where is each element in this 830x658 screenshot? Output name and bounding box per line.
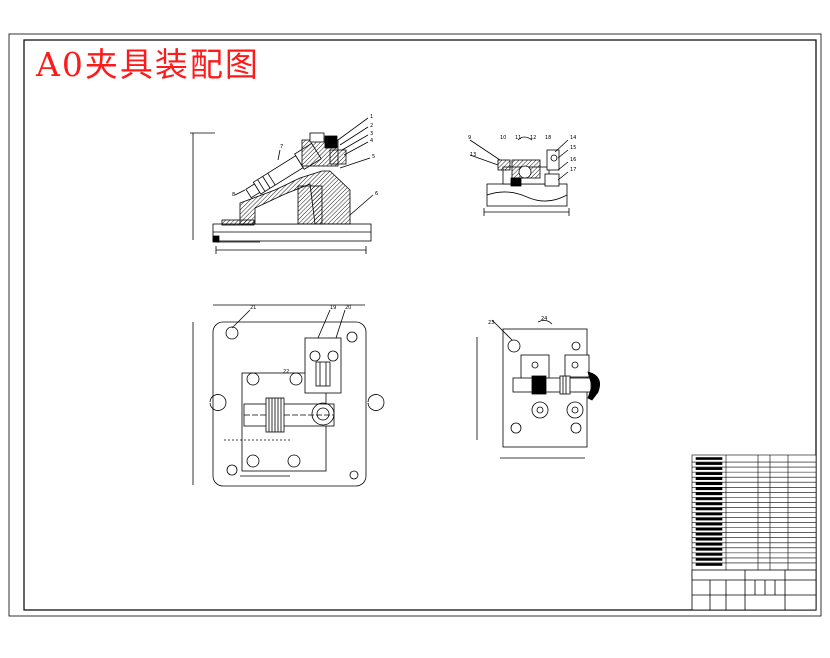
bom-row-text <box>695 537 723 541</box>
part-balloon-label: 15 <box>570 145 576 151</box>
part-balloon-label: 19 <box>330 305 336 311</box>
drawing-title: A0夹具装配图 <box>36 45 260 84</box>
bom-row-text <box>695 527 723 531</box>
bom-row-text <box>695 497 723 501</box>
front-view <box>190 117 374 254</box>
bom-row-text <box>695 472 723 475</box>
part-balloon-label: 16 <box>570 157 576 163</box>
right-view <box>476 319 601 459</box>
bom-row-text <box>695 467 723 470</box>
bom-row-text <box>695 548 723 551</box>
part-balloon-label: 18 <box>545 135 551 141</box>
side-view <box>469 136 570 216</box>
part-balloon-label: 8 <box>232 192 235 198</box>
part-balloon-label: 6 <box>375 191 378 197</box>
part-balloon-label: 9 <box>468 135 471 141</box>
part-balloon-label: 13 <box>470 152 476 158</box>
bom-row-text <box>695 522 723 526</box>
bom-row-text <box>695 553 723 556</box>
part-balloon-label: 22 <box>283 369 289 375</box>
bom-row-text <box>695 492 723 496</box>
title-block <box>691 569 817 611</box>
bom-table <box>691 454 817 581</box>
bom-row-text <box>695 457 723 460</box>
part-balloon-label: 3 <box>370 131 373 137</box>
top-view <box>192 304 385 487</box>
bom-row-text <box>695 563 723 566</box>
bom-row-text <box>695 532 723 536</box>
bom-row-text <box>695 477 723 481</box>
part-balloon-label: 14 <box>570 135 576 141</box>
part-balloon-label: 7 <box>280 144 283 150</box>
bom-row-text <box>695 512 723 516</box>
bom-row-text <box>695 543 723 546</box>
bom-row-text <box>695 462 723 465</box>
inner-frame <box>23 39 817 611</box>
bom-row-text <box>695 517 723 521</box>
part-balloon-label: 10 <box>500 135 506 141</box>
part-balloon-label: 21 <box>250 305 256 311</box>
outer-frame <box>8 33 822 617</box>
part-balloon-label: 5 <box>372 154 375 160</box>
part-balloon-label: 4 <box>370 138 373 144</box>
part-balloon-label: 20 <box>345 305 351 311</box>
part-balloon-label: 17 <box>570 167 576 173</box>
bom-row-text <box>695 507 723 511</box>
bom-row-text <box>695 487 723 491</box>
bom-row-text <box>695 482 723 486</box>
part-balloon-label: 23 <box>488 320 494 326</box>
part-balloon-label: 1 <box>370 114 373 120</box>
part-balloon-label: 12 <box>530 135 536 141</box>
part-balloon-label: 11 <box>515 135 521 141</box>
part-balloon-label: 24 <box>541 316 547 322</box>
part-balloon-label: 2 <box>370 123 373 129</box>
bom-row-text <box>695 502 723 506</box>
bom-row-text <box>695 558 723 561</box>
